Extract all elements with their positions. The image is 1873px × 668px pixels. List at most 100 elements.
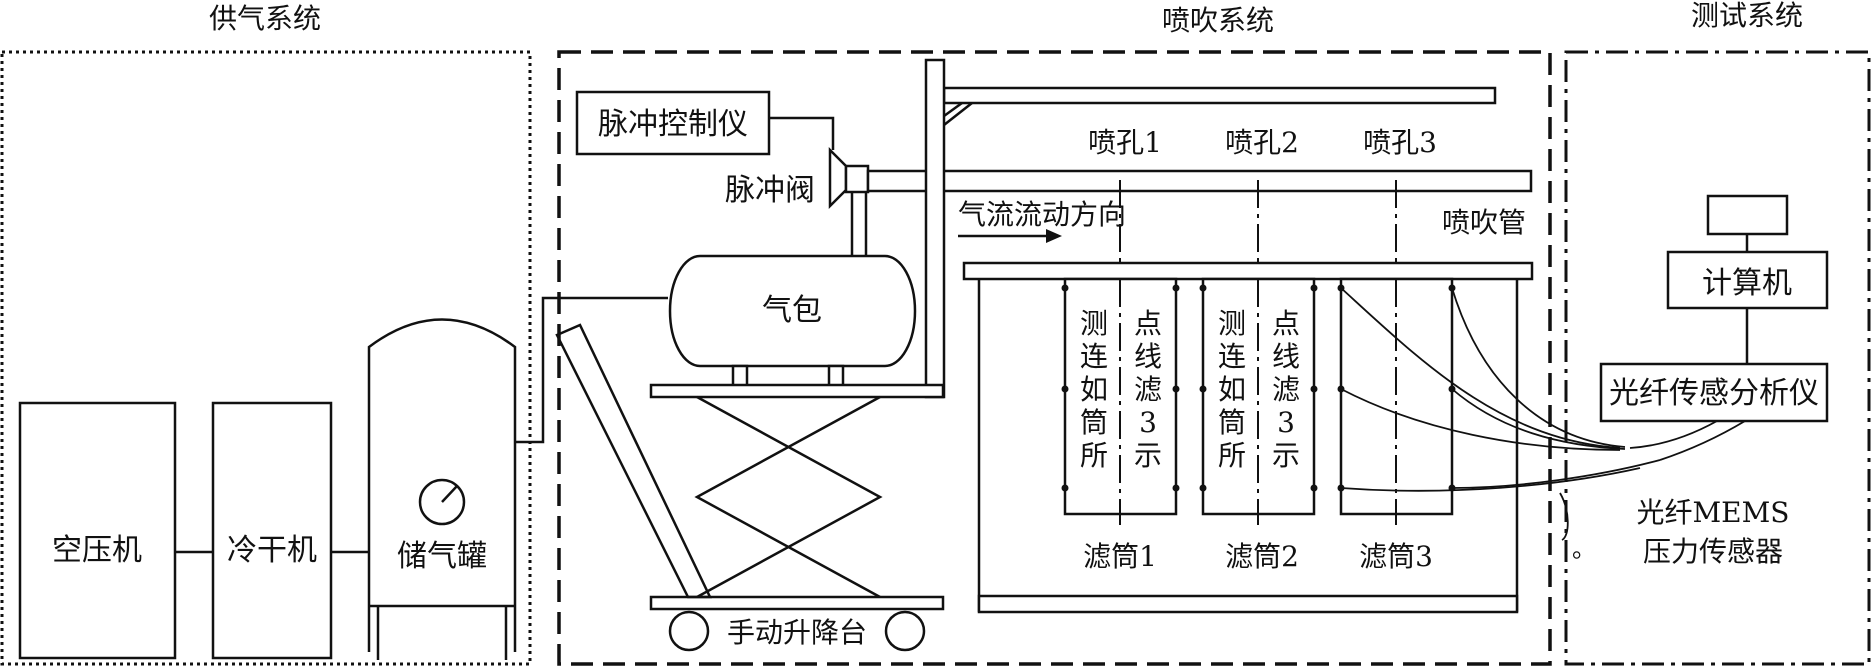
pulse-controller-label: 脉冲控制仪 <box>598 107 748 142</box>
pressure-gauge-icon <box>418 478 466 526</box>
pressure-gauge-needle <box>441 485 458 503</box>
computer-label: 计算机 <box>1702 266 1792 301</box>
sensor-dot <box>1061 385 1069 393</box>
sensor-dot <box>1199 284 1207 292</box>
lift-bottom-platform <box>649 595 945 611</box>
sensor-label-line2: 压力传感器 <box>1643 535 1783 568</box>
blow-system-label: 喷吹系统 <box>1162 4 1274 37</box>
sensor-dot <box>1061 484 1069 492</box>
filter-2-note-right-2: 滤 <box>1272 373 1300 406</box>
sensor-label-line1: 光纤MEMS <box>1637 496 1790 529</box>
lift-handle <box>555 323 712 599</box>
blow-pipe-label: 喷吹管 <box>1442 206 1526 239</box>
fiber-analyzer-box <box>1599 362 1829 423</box>
filter-label-2: 滤筒2 <box>1225 540 1299 573</box>
monitor-icon <box>1706 194 1789 236</box>
test-system-frame <box>1564 50 1871 666</box>
lift-label: 手动升降台 <box>727 616 867 649</box>
filter-2-note-right-0: 点 <box>1272 307 1300 340</box>
upper-support-rail <box>942 86 1497 105</box>
nozzle-label-1: 喷孔1 <box>1088 126 1162 159</box>
air-bag-leg-right <box>827 364 845 388</box>
pulse-valve-label: 脉冲阀 <box>725 173 815 208</box>
fiber-line <box>1340 388 1621 451</box>
filter-1-note-right-1: 线 <box>1134 340 1162 373</box>
support-mast <box>924 58 946 399</box>
filter-1-note-right-2: 滤 <box>1134 373 1162 406</box>
filter-2-note-left-4: 所 <box>1218 439 1246 472</box>
sensor-dot <box>1199 484 1207 492</box>
storage-tank <box>367 318 517 652</box>
fiber-line <box>1659 420 1746 461</box>
pulse-controller-box <box>575 90 771 156</box>
filter-1-note-right-3: 3 <box>1139 406 1157 439</box>
fiber-line <box>1559 492 1569 541</box>
airflow-arrow-icon <box>1046 229 1062 243</box>
sensor-dot <box>1310 385 1318 393</box>
pulse-valve-body <box>844 164 870 194</box>
fiber-line <box>1629 420 1718 449</box>
filter-frame-bottom <box>977 594 1519 614</box>
sensor-dot <box>1310 284 1318 292</box>
filter-2-note-left-3: 筒 <box>1218 406 1246 439</box>
optical-fibers <box>1340 287 1746 541</box>
lift-top-platform <box>649 383 945 399</box>
blow-system-frame <box>557 50 1552 666</box>
air-compressor-label: 空压机 <box>52 533 142 568</box>
filter-2-note-right-4: 示 <box>1272 439 1300 472</box>
support-brace <box>943 102 973 126</box>
fiber-line <box>1451 459 1661 489</box>
pulse-valve-icon <box>828 146 848 210</box>
supply-system-label: 供气系统 <box>209 2 321 35</box>
filter-frame-top <box>962 261 1534 281</box>
refrigerated-dryer-label: 冷干机 <box>227 533 317 568</box>
fiber-line <box>1451 388 1626 450</box>
refrigerated-dryer-box <box>211 401 333 660</box>
sensor-dot <box>1172 284 1180 292</box>
airflow-direction-label: 气流流动方向 <box>958 198 1126 231</box>
nozzle-label-3: 喷孔3 <box>1363 126 1437 159</box>
sensor-dot <box>1172 484 1180 492</box>
test-system-label: 测试系统 <box>1691 0 1803 32</box>
filter-1-note-left-1: 连 <box>1080 340 1108 373</box>
filter-2-note-left-1: 连 <box>1218 340 1246 373</box>
tank-airbag-pipe <box>515 296 668 444</box>
computer-box <box>1666 250 1829 310</box>
sensor-dot <box>1172 385 1180 393</box>
blow-pipe <box>866 169 1533 193</box>
supply-system-frame <box>0 50 532 666</box>
lift-scissor <box>694 395 883 599</box>
air-compressor-box <box>18 401 177 660</box>
filter-2-note-right-1: 线 <box>1272 340 1300 373</box>
filter-label-1: 滤筒1 <box>1083 540 1157 573</box>
filter-1-notes: 测 连 如 筒 所 点 线 滤 3 示 <box>1080 307 1162 472</box>
fiber-line <box>1451 287 1626 448</box>
air-bag-label: 气包 <box>762 293 822 328</box>
nozzle-label-2: 喷孔2 <box>1225 126 1299 159</box>
fiber-line <box>1340 287 1621 449</box>
filter-2-note-left-0: 测 <box>1218 307 1246 340</box>
sensor-dot <box>1199 385 1207 393</box>
storage-tank-label: 储气罐 <box>397 539 487 574</box>
filter-1-note-right-4: 示 <box>1134 439 1162 472</box>
sensor-dot <box>1061 284 1069 292</box>
fiber-line <box>1340 467 1641 492</box>
pulse-controller-cable <box>769 116 835 150</box>
filter-1-note-right-0: 点 <box>1134 307 1162 340</box>
lift-wheel-right <box>884 610 926 652</box>
filter-1-note-left-2: 如 <box>1080 373 1108 406</box>
lift-wheel-left <box>668 610 710 652</box>
sensor-dot <box>1310 484 1318 492</box>
fiber-analyzer-label: 光纤传感分析仪 <box>1609 376 1819 411</box>
air-bag-leg-left <box>731 364 749 388</box>
filter-1-note-left-3: 筒 <box>1080 406 1108 439</box>
filter-label-3: 滤筒3 <box>1359 540 1433 573</box>
filter-2-notes: 测 连 如 筒 所 点 线 滤 3 示 <box>1218 307 1300 472</box>
support-brace-2 <box>943 101 963 118</box>
filter-1-note-left-4: 所 <box>1080 439 1108 472</box>
filter-2-note-right-3: 3 <box>1277 406 1295 439</box>
filter-1-note-left-0: 测 <box>1080 307 1108 340</box>
air-bag <box>668 254 917 368</box>
filter-2-note-left-2: 如 <box>1218 373 1246 406</box>
